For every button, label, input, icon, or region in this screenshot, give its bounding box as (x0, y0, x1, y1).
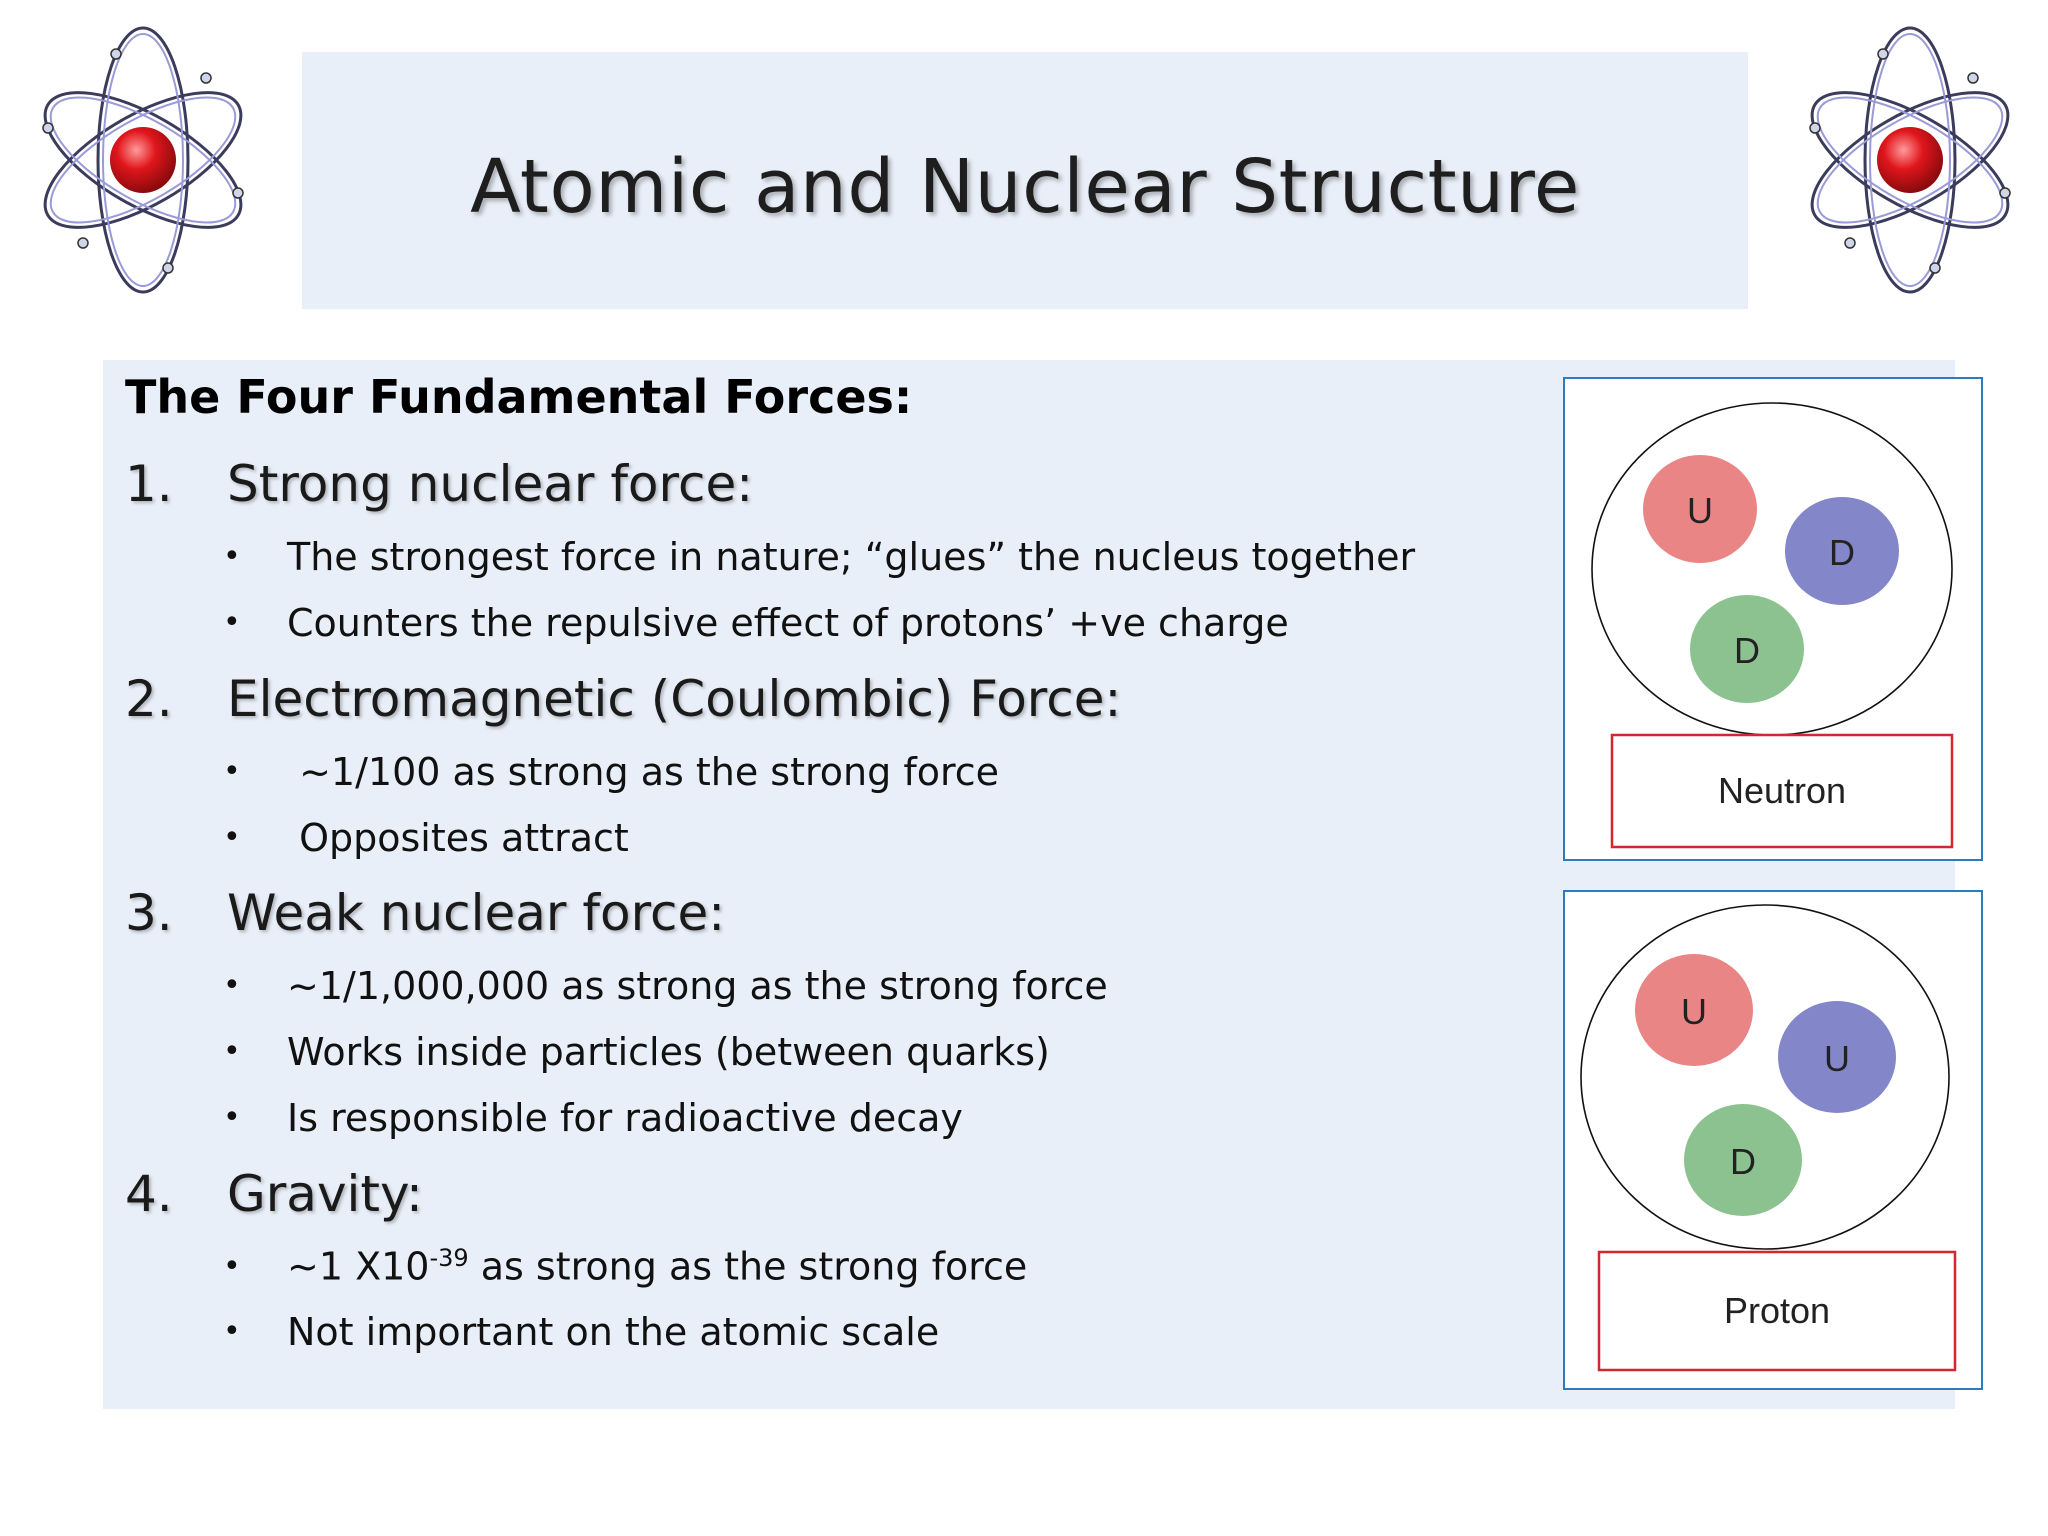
force-number: 3. (125, 884, 173, 942)
bullet-item: •~1 X10-39 as strong as the strong force (223, 1244, 1028, 1289)
neutron-svg: U D D Neutron (1591, 402, 1954, 849)
bullet-dot-icon: • (223, 605, 241, 640)
quark-up (1778, 1001, 1896, 1113)
bullet-item: • ~1/100 as strong as the strong force (223, 750, 999, 794)
proton-svg: U U D Proton (1580, 904, 1957, 1372)
neutron-label: Neutron (1718, 770, 1846, 811)
quark-up (1635, 954, 1753, 1066)
force-title-text: Weak nuclear force: (227, 884, 726, 942)
force-title-strong: 1. Strong nuclear force: (125, 455, 753, 513)
quark-label: U (1681, 991, 1707, 1032)
proton-diagram: U U D Proton (1563, 890, 1983, 1390)
title-banner: Atomic and Nuclear Structure (302, 52, 1748, 309)
force-number: 2. (125, 670, 173, 728)
bullet-item: •Counters the repulsive effect of proton… (223, 601, 1289, 645)
force-number: 4. (125, 1165, 173, 1223)
quark-label: D (1734, 630, 1760, 671)
quark-up (1643, 455, 1757, 563)
bullet-item: •Not important on the atomic scale (223, 1310, 940, 1354)
force-title-weak: 3. Weak nuclear force: (125, 884, 725, 942)
neutron-diagram: U D D Neutron (1563, 377, 1983, 861)
quark-label: U (1687, 490, 1713, 531)
exponent: -39 (429, 1244, 469, 1272)
bullet-dot-icon: • (223, 1100, 241, 1135)
bullet-dot-icon: • (223, 754, 241, 789)
quark-label: D (1829, 532, 1855, 573)
atom-icon (42, 26, 244, 294)
slide-title: Atomic and Nuclear Structure (470, 143, 1580, 230)
bullet-item: • Opposites attract (223, 816, 629, 860)
force-title-text: Gravity: (227, 1165, 423, 1223)
quark-down (1785, 497, 1899, 605)
quark-label: D (1730, 1141, 1756, 1182)
force-number: 1. (125, 455, 173, 513)
content-panel: The Four Fundamental Forces: 1. Strong nu… (103, 360, 1983, 1409)
bullet-item: •~1/1,000,000 as strong as the strong fo… (223, 964, 1108, 1008)
proton-label-box (1597, 1250, 1957, 1372)
bullet-dot-icon: • (223, 539, 241, 574)
quark-down (1690, 595, 1804, 703)
bullet-dot-icon: • (223, 820, 241, 855)
atom-icon (1809, 26, 2011, 294)
force-title-text: Electromagnetic (Coulombic) Force: (227, 670, 1122, 728)
bullet-dot-icon: • (223, 968, 241, 1003)
bullet-dot-icon: • (223, 1034, 241, 1069)
proton-label: Proton (1724, 1290, 1830, 1331)
neutron-label-box (1610, 733, 1954, 849)
bullet-item: •Works inside particles (between quarks) (223, 1030, 1050, 1074)
bullet-item: •Is responsible for radioactive decay (223, 1096, 963, 1140)
quark-label: U (1824, 1038, 1850, 1079)
force-title-gravity: 4. Gravity: (125, 1165, 423, 1223)
force-title-electromagnetic: 2. Electromagnetic (Coulombic) Force: (125, 670, 1121, 728)
quark-down (1684, 1104, 1802, 1216)
forces-heading: The Four Fundamental Forces: (125, 370, 913, 424)
bullet-dot-icon: • (223, 1248, 241, 1284)
force-title-text: Strong nuclear force: (227, 455, 754, 513)
bullet-item: •The strongest force in nature; “glues” … (223, 535, 1416, 579)
bullet-dot-icon: • (223, 1314, 241, 1349)
